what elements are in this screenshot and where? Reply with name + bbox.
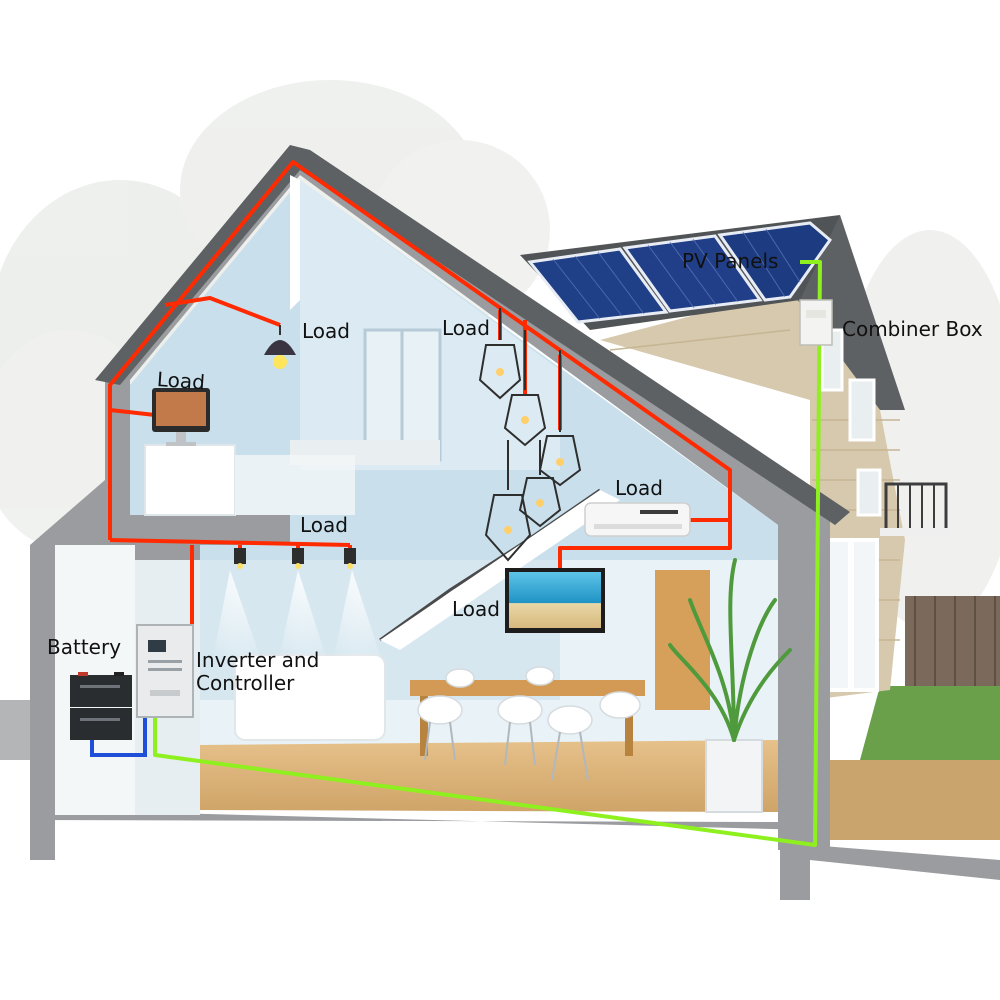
label-load-ceiling-lamp: Load <box>302 319 350 343</box>
label-pv-panels: PV Panels <box>682 249 779 273</box>
label-load-monitor: Load <box>156 367 206 395</box>
interior <box>55 175 792 815</box>
label-inverter-controller: Inverter and Controller <box>196 648 320 695</box>
house-wall-section <box>0 145 1000 900</box>
inverter-controller-device <box>136 624 194 718</box>
label-load-spotlights: Load <box>300 513 348 537</box>
battery-device <box>70 672 132 740</box>
garden <box>810 596 1000 840</box>
air-conditioner-device <box>584 502 691 537</box>
solar-panel-array <box>527 221 833 324</box>
label-load-tv: Load <box>452 597 500 621</box>
combiner-box-device <box>799 299 833 346</box>
label-load-pendant-lamps: Load <box>442 316 490 340</box>
ceiling-lamp <box>264 325 296 369</box>
monitor-device <box>152 388 210 446</box>
battery-wiring <box>90 718 147 757</box>
tv-device <box>505 568 605 633</box>
label-battery: Battery <box>47 635 122 659</box>
label-combiner-box: Combiner Box <box>842 317 983 341</box>
pendant-lamps <box>478 308 582 562</box>
label-load-air-conditioner: Load <box>615 476 663 500</box>
spotlights <box>234 548 356 569</box>
